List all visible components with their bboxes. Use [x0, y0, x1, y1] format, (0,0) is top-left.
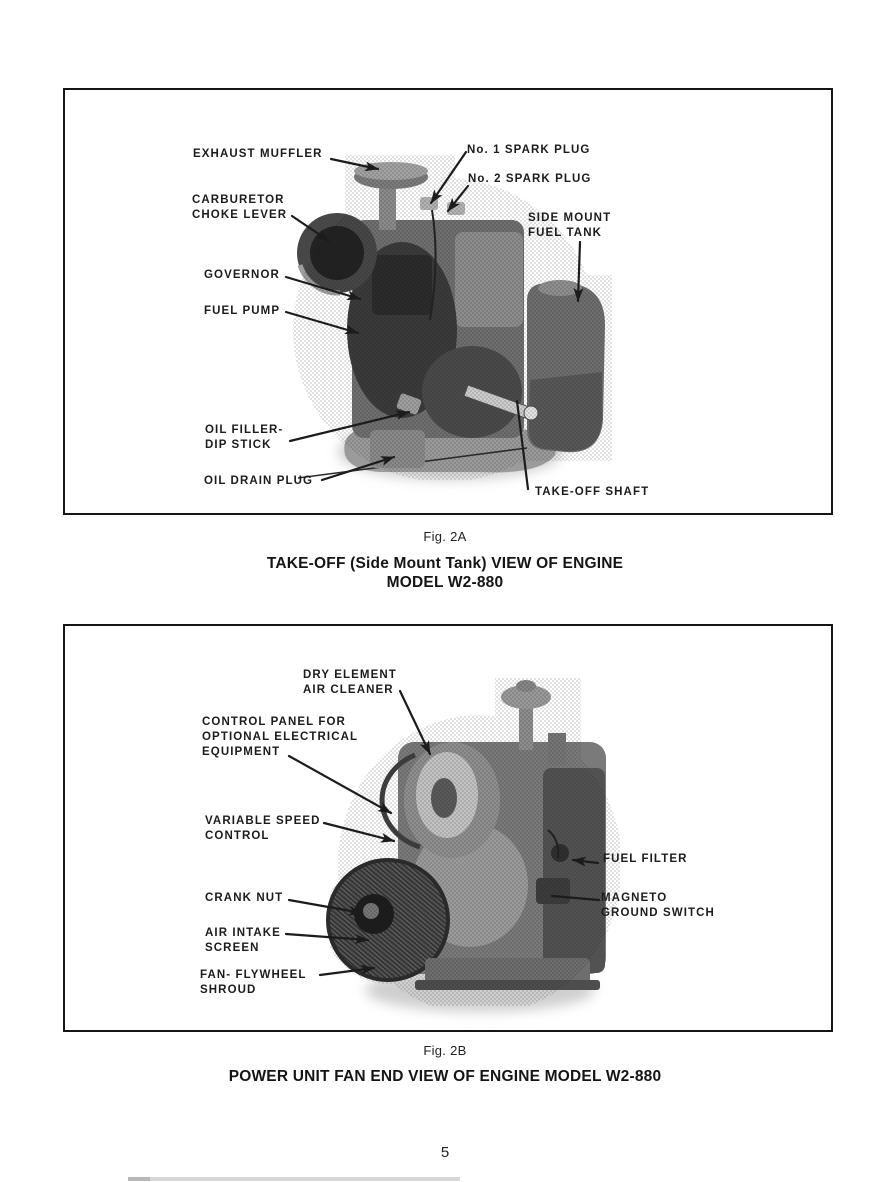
figure-2a-title-line1: TAKE-OFF (Side Mount Tank) VIEW OF ENGIN…	[266, 555, 624, 572]
label-take-off-shaft: TAKE-OFF SHAFT	[535, 486, 650, 498]
label-variable-speed-control: VARIABLE SPEED CONTROL	[205, 815, 321, 842]
label-air-intake-screen: AIR INTAKE SCREEN	[205, 927, 281, 954]
figure-2a-frame	[63, 88, 833, 515]
label-exhaust-muffler: EXHAUST MUFFLER	[193, 148, 323, 160]
figure-2b-caption: Fig. 2B	[423, 1043, 467, 1058]
label-crank-nut: CRANK NUT	[205, 892, 284, 904]
engine-photo-fan-end-view	[326, 678, 620, 1012]
engine-photo-take-off-view	[293, 155, 612, 480]
label-fuel-pump: FUEL PUMP	[204, 305, 281, 317]
figure-2a-title-line2: MODEL W2-880	[386, 574, 504, 591]
label-control-panel-optional-electrical-equipment: CONTROL PANEL FOR OPTIONAL ELECTRICAL EQ…	[202, 716, 359, 758]
figure-2a-caption: Fig. 2A	[423, 529, 467, 544]
label-oil-filler-dip-stick: OIL FILLER- DIP STICK	[205, 424, 284, 451]
label-dry-element-air-cleaner: DRY ELEMENT AIR CLEANER	[303, 669, 397, 696]
label-governor: GOVERNOR	[204, 269, 280, 281]
label-fan-flywheel-shroud: FAN- FLYWHEEL SHROUD	[200, 969, 307, 996]
label-no2-spark-plug: No. 2 SPARK PLUG	[468, 173, 592, 185]
label-no1-spark-plug: No. 1 SPARK PLUG	[467, 144, 591, 156]
label-oil-drain-plug: OIL DRAIN PLUG	[204, 475, 314, 487]
figure-2b-title: POWER UNIT FAN END VIEW OF ENGINE MODEL …	[228, 1068, 662, 1085]
leader-arrows	[284, 150, 601, 977]
label-fuel-filter: FUEL FILTER	[603, 853, 688, 865]
scan-artifact-bar	[128, 1177, 460, 1181]
page-number: 5	[440, 1144, 450, 1161]
label-magneto-ground-switch: MAGNETO GROUND SWITCH	[601, 892, 715, 919]
figure-2b-frame	[63, 624, 833, 1032]
label-carburetor-choke-lever: CARBURETOR CHOKE LEVER	[192, 194, 288, 221]
label-side-mount-fuel-tank: SIDE MOUNT FUEL TANK	[528, 212, 612, 239]
